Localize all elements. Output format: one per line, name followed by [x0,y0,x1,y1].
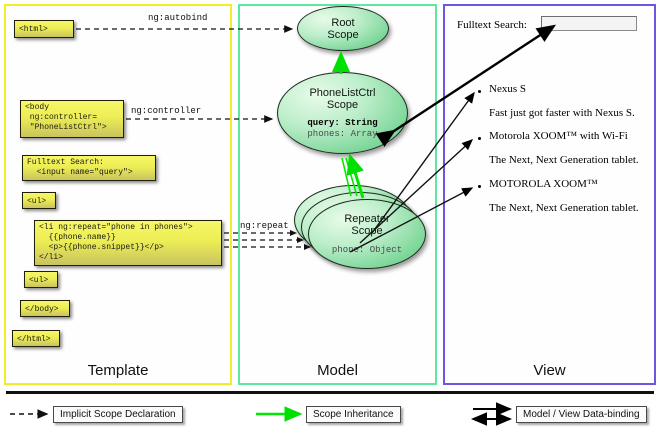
scope-root: Root Scope [297,6,389,51]
code-box-ul-close-tag: <ul> [24,271,58,288]
code-box-html-open-tag: <html> [14,20,74,38]
panel-label-template: Template [87,362,149,379]
connector-label-ng-autobind: ng:autobind [148,13,208,23]
view-search-input[interactable] [541,16,637,31]
panel-label-model: Model [317,362,358,379]
scope-phonelistctrl: PhoneListCtrl Scope query: String phones… [277,72,408,154]
panel-label-view: View [533,362,566,379]
legend-scope-inheritance: Scope Inheritance [306,406,401,423]
scope-root-title-line-1: Root [331,16,355,29]
view-phone-bullet-3 [478,185,481,188]
scope-phonelistctrl-title-line-2: Scope [326,98,359,111]
code-box-body-close-tag: </body> [20,300,70,317]
view-phone-snippet-1: Fast just got faster with Nexus S. [489,107,635,119]
legend-divider [6,391,654,394]
code-box-html-close-tag: </html> [12,330,60,347]
view-phone-bullet-1 [478,90,481,93]
connector-label-ng-controller: ng:controller [131,106,202,116]
scope-phonelistctrl-property-query: query: String [307,117,378,128]
code-box-fulltext-search-tag: Fulltext Search: <input name="query"> [22,155,156,181]
view-phone-snippet-2: The Next, Next Generation tablet. [489,154,639,166]
scope-phonelistctrl-property-phones: phones: Array [307,128,378,139]
code-box-li-repeat-tag: <li ng:repeat="phone in phones"> {{phone… [34,220,222,266]
view-phone-name-2[interactable]: Motorola XOOM™ with Wi-Fi [489,130,628,142]
scope-repeater-title-line-2: Scope [351,224,383,237]
scope-repeater-title-line-1: Repeater [344,212,390,225]
connector-label-ng-repeat: ng:repeat [240,221,289,231]
view-search-label: Fulltext Search: [457,19,527,31]
legend-implicit-scope-declaration: Implicit Scope Declaration [53,406,183,423]
panel-view: View [443,4,656,385]
scope-repeater-property-phone: phone: Object [331,244,403,255]
view-phone-name-1[interactable]: Nexus S [489,83,526,95]
view-phone-bullet-2 [478,137,481,140]
scope-root-title-line-2: Scope [327,28,359,41]
scope-repeater: Repeater Scope phone: Object [308,199,426,269]
view-phone-snippet-3: The Next, Next Generation tablet. [489,202,639,214]
view-phone-name-3[interactable]: MOTOROLA XOOM™ [489,178,598,190]
scope-phonelistctrl-title-line-1: PhoneListCtrl [309,86,376,99]
code-box-ul-open-tag: <ul> [22,192,56,209]
code-box-body-controller-tag: <body ng:controller= "PhoneListCtrl"> [20,100,124,138]
legend-model-view-data-binding: Model / View Data-binding [516,406,647,423]
